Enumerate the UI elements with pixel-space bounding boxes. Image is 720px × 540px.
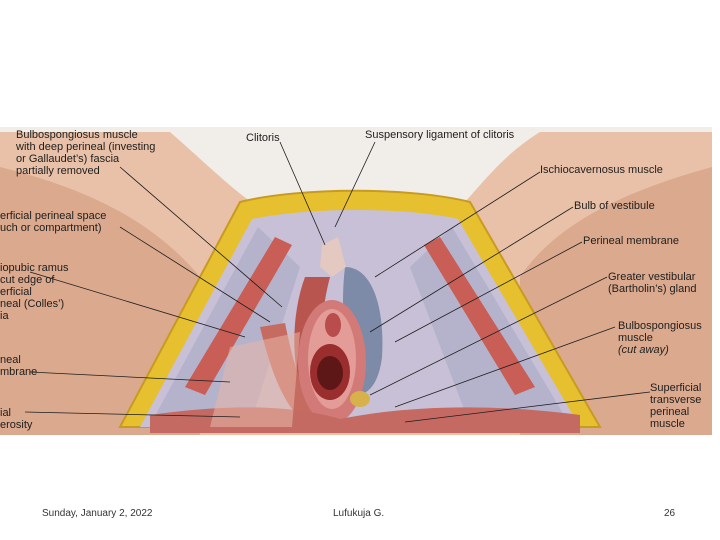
perineum-illustration <box>0 127 712 435</box>
label-perineal-membrane-left: neal mbrane <box>0 354 38 378</box>
label-bulbospongiosus-cut-away: Bulbospongiosus muscle (cut away) <box>618 320 702 356</box>
label-clitoris: Clitoris <box>246 132 280 144</box>
label-ischiocavernosus: Ischiocavernosus muscle <box>540 164 663 176</box>
label-superficial-transverse-perineal: Superficial transverse perineal muscle <box>650 382 702 430</box>
anatomy-figure: Bulbospongiosus muscle with deep perinea… <box>0 127 712 435</box>
label-ischiopubic-ramus: iopubic ramus cut edge of erficial neal … <box>0 262 69 322</box>
footer-date: Sunday, January 2, 2022 <box>42 508 153 519</box>
label-superficial-perineal-space: erficial perineal space uch or compartme… <box>0 210 107 234</box>
footer-page-number: 26 <box>664 508 676 519</box>
label-greater-vestibular-gland: Greater vestibular (Bartholin’s) gland <box>608 271 697 295</box>
label-bulbospongiosus-deep-fascia: Bulbospongiosus muscle with deep perinea… <box>16 129 156 177</box>
footer-author: Lufukuja G. <box>333 508 385 519</box>
label-perineal-membrane-right: Perineal membrane <box>583 235 679 247</box>
label-bulb-of-vestibule: Bulb of vestibule <box>574 200 655 212</box>
label-aponeurosis-tuberosity: ial erosity <box>0 407 33 431</box>
label-suspensory-ligament: Suspensory ligament of clitoris <box>365 129 515 141</box>
